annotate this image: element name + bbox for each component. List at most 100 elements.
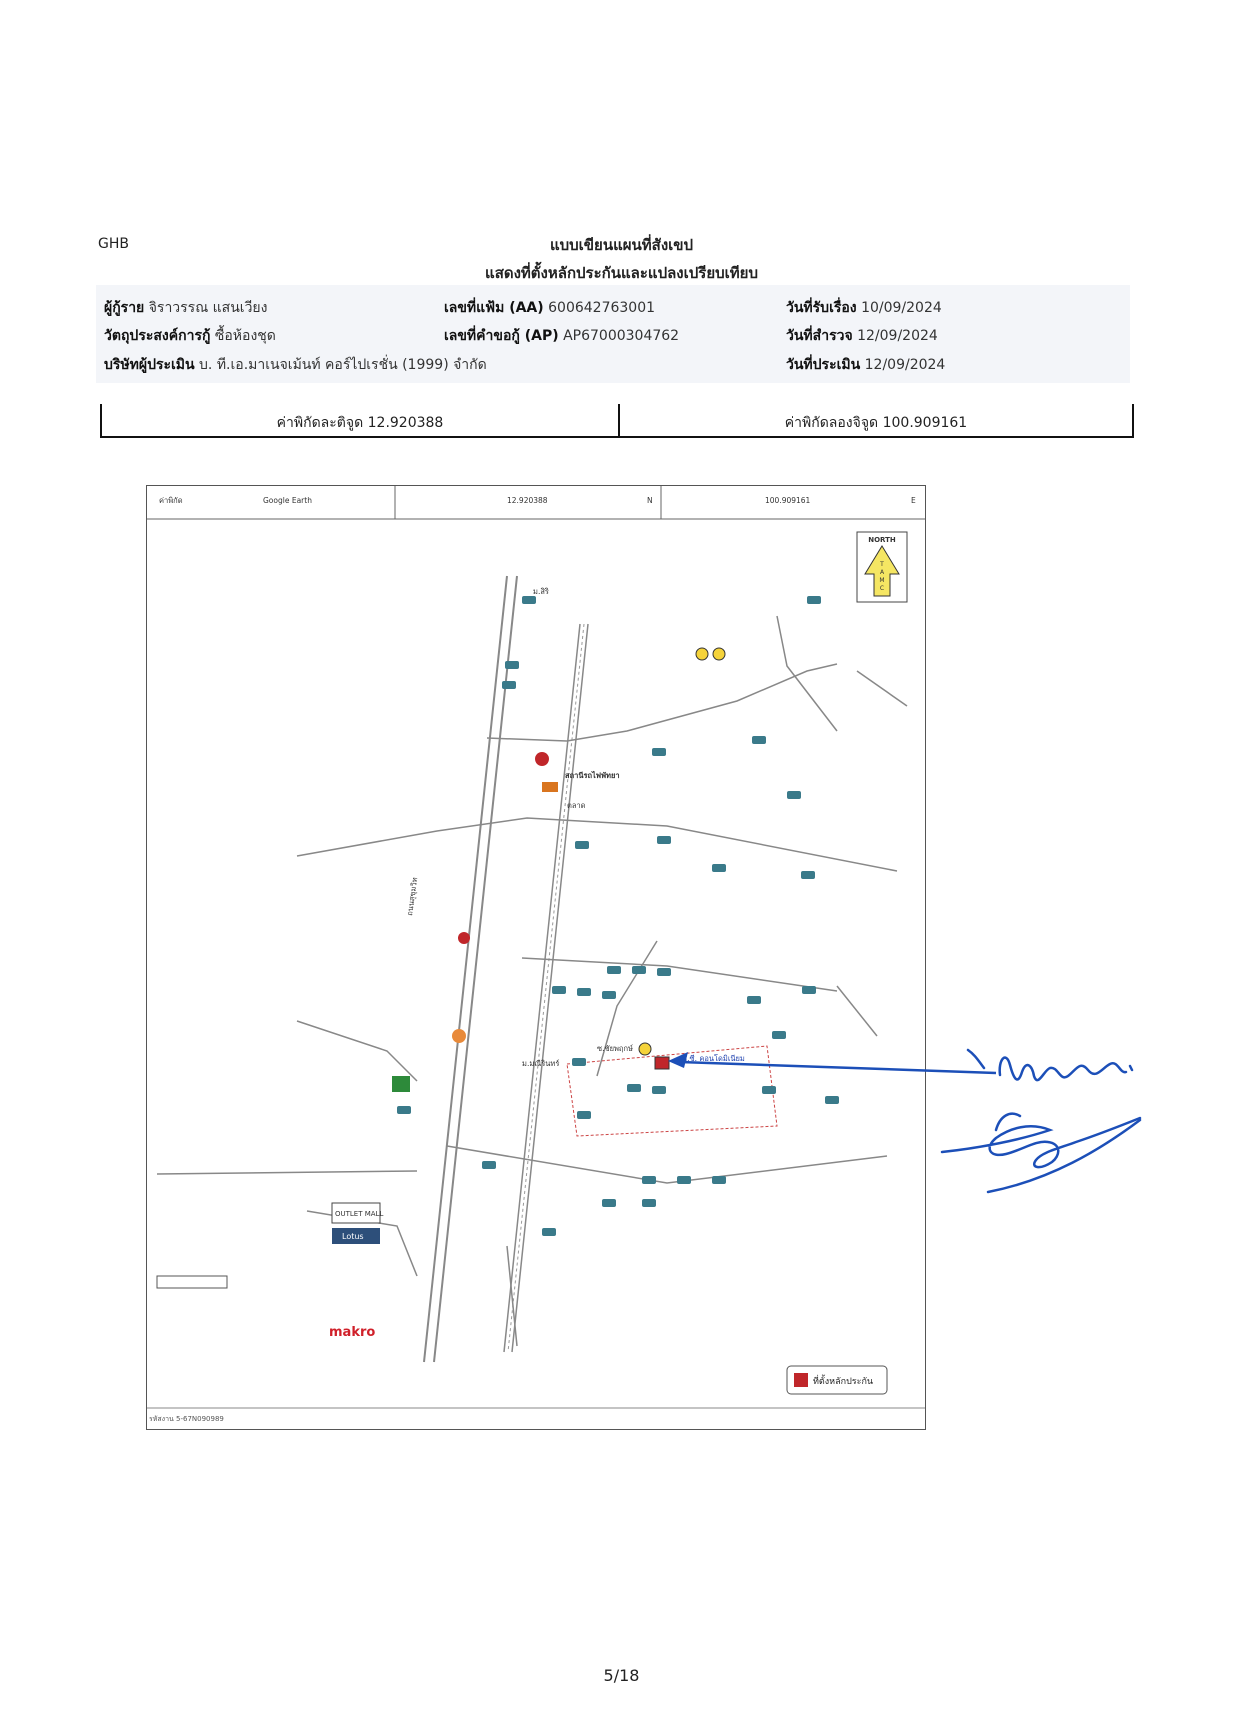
place-label-5: สถานีรถไฟพัทยา — [565, 770, 620, 780]
purpose-value: ซื้อห้องชุด — [214, 328, 276, 344]
signature-1-icon — [966, 1048, 1134, 1082]
car-icon — [577, 988, 591, 996]
place-label-3: ถนนสุขุมวิท — [405, 877, 419, 917]
place-label-2: ซ.ชัยพฤกษ์ — [597, 1044, 633, 1053]
map-lat: 12.920388 — [507, 496, 548, 505]
request-label: เลขที่คำขอกู้ (AP) — [444, 328, 559, 344]
doc-subtitle: แสดงที่ตั้งหลักประกันและแปลงเปรียบเทียบ — [485, 264, 758, 282]
received-value: 10/09/2024 — [861, 300, 942, 316]
car-icon — [502, 681, 516, 689]
car-icon — [677, 1176, 691, 1184]
map-lon-dir: E — [911, 496, 916, 505]
doc-title: แบบเขียนแผนที่สังเขป — [549, 236, 694, 254]
car-icon — [642, 1176, 656, 1184]
survey-label: วันที่สำรวจ — [786, 328, 853, 344]
car-icon — [787, 791, 801, 799]
north-label: NORTH — [868, 536, 896, 544]
page-number: 5/18 — [603, 1666, 640, 1685]
lotus-label: Lotus — [342, 1232, 364, 1241]
file-label: เลขที่แฟ้ม (AA) — [444, 300, 544, 316]
store-icon — [458, 932, 470, 944]
coordinate-divider — [618, 404, 620, 436]
appraiser-row: บริษัทผู้ประเมิน บ. ที.เอ.มาเนจเม้นท์ คอ… — [104, 354, 487, 376]
comparison-area — [566, 1045, 778, 1137]
file-row: เลขที่แฟ้ม (AA) 600642763001 — [444, 297, 655, 319]
car-icon — [652, 1086, 666, 1094]
coordinate-bar: ค่าพิกัดละติจูด 12.920388 ค่าพิกัดลองจิจ… — [100, 404, 1134, 438]
car-icon — [522, 596, 536, 604]
borrower-label: ผู้กู้ราย — [104, 300, 145, 316]
car-icon — [747, 996, 761, 1004]
car-icon — [572, 1058, 586, 1066]
arrow-line — [679, 1060, 997, 1075]
north-letter-1: T — [879, 561, 884, 568]
arrow-head-icon — [668, 1052, 688, 1068]
longitude-label: ค่าพิกัดลองจิจูด — [784, 415, 879, 431]
place-label-6: ม.มณีรินทร์ — [522, 1059, 559, 1068]
building-icon — [156, 1275, 228, 1289]
signatures — [940, 1048, 1142, 1194]
latitude-cell: ค่าพิกัดละติจูด 12.920388 — [102, 412, 618, 434]
car-icon — [652, 748, 666, 756]
car-icon — [802, 986, 816, 994]
map-source: Google Earth — [263, 496, 312, 505]
borrower-row: ผู้กู้ราย จิราวรรณ แสนเวียง — [104, 297, 267, 319]
car-icon — [627, 1084, 641, 1092]
north-arrow-icon: NORTH T A M C — [856, 531, 908, 603]
place-label-1: ม.สิริ — [533, 587, 549, 596]
car-icon — [807, 596, 821, 604]
borrower-value: จิราวรรณ แสนเวียง — [148, 300, 268, 316]
property-marker — [638, 1042, 670, 1070]
appraise-row: วันที่ประเมิน 12/09/2024 — [786, 354, 945, 376]
map-header-label: ค่าพิกัด — [159, 496, 183, 505]
makro-label: makro — [329, 1325, 375, 1340]
car-icon — [825, 1096, 839, 1104]
main-road — [423, 575, 518, 1363]
longitude-value: 100.909161 — [882, 415, 968, 431]
latitude-label: ค่าพิกัดละติจูด — [276, 415, 364, 431]
request-value: AP67000304762 — [563, 328, 680, 344]
car-icon — [632, 966, 646, 974]
car-icon — [505, 661, 519, 669]
pin-icon — [452, 1029, 466, 1043]
car-icon — [657, 968, 671, 976]
place-label-4: ตลาด — [567, 801, 586, 810]
map-code: รหัสงาน 5-67N090989 — [149, 1415, 224, 1423]
longitude-cell: ค่าพิกัดลองจิจูด 100.909161 — [620, 412, 1132, 434]
car-icon — [657, 836, 671, 844]
map-lat-dir: N — [647, 496, 653, 505]
car-icon — [772, 1031, 786, 1039]
latitude-value: 12.920388 — [367, 415, 444, 431]
info-panel: ผู้กู้ราย จิราวรรณ แสนเวียง วัตถุประสงค์… — [96, 285, 1130, 383]
railway — [503, 623, 589, 1353]
map-lon: 100.909161 — [765, 496, 811, 505]
outlet-mall-label: OUTLET MALL — [335, 1210, 383, 1218]
train-icon — [542, 782, 558, 792]
received-label: วันที่รับเรื่อง — [786, 300, 857, 316]
car-icon — [397, 1106, 411, 1114]
car-icon — [712, 864, 726, 872]
location-map: ค่าพิกัด Google Earth 12.920388 N 100.90… — [146, 485, 926, 1430]
car-icon — [602, 991, 616, 999]
received-row: วันที่รับเรื่อง 10/09/2024 — [786, 297, 942, 319]
map-drawing: ค่าพิกัด Google Earth 12.920388 N 100.90… — [147, 486, 925, 1423]
car-icon — [602, 1199, 616, 1207]
secondary-roads — [156, 615, 908, 1347]
car-icon — [642, 1199, 656, 1207]
car-icon — [607, 966, 621, 974]
purpose-row: วัตถุประสงค์การกู้ ซื้อห้องชุด — [104, 325, 276, 347]
signature-2-icon — [940, 1112, 1142, 1194]
legend-label: ที่ตั้งหลักประกัน — [813, 1374, 873, 1387]
lotus-icon — [332, 1228, 380, 1244]
survey-row: วันที่สำรวจ 12/09/2024 — [786, 325, 938, 347]
appraise-label: วันที่ประเมิน — [786, 357, 861, 373]
car-icon — [552, 986, 566, 994]
purpose-label: วัตถุประสงค์การกู้ — [104, 328, 211, 344]
car-icon — [482, 1161, 496, 1169]
org-code: GHB — [98, 236, 129, 252]
survey-value: 12/09/2024 — [857, 328, 938, 344]
car-icon — [712, 1176, 726, 1184]
outlet-mall-icon — [331, 1202, 381, 1224]
request-row: เลขที่คำขอกู้ (AP) AP67000304762 — [444, 325, 679, 347]
appraise-value: 12/09/2024 — [864, 357, 946, 373]
